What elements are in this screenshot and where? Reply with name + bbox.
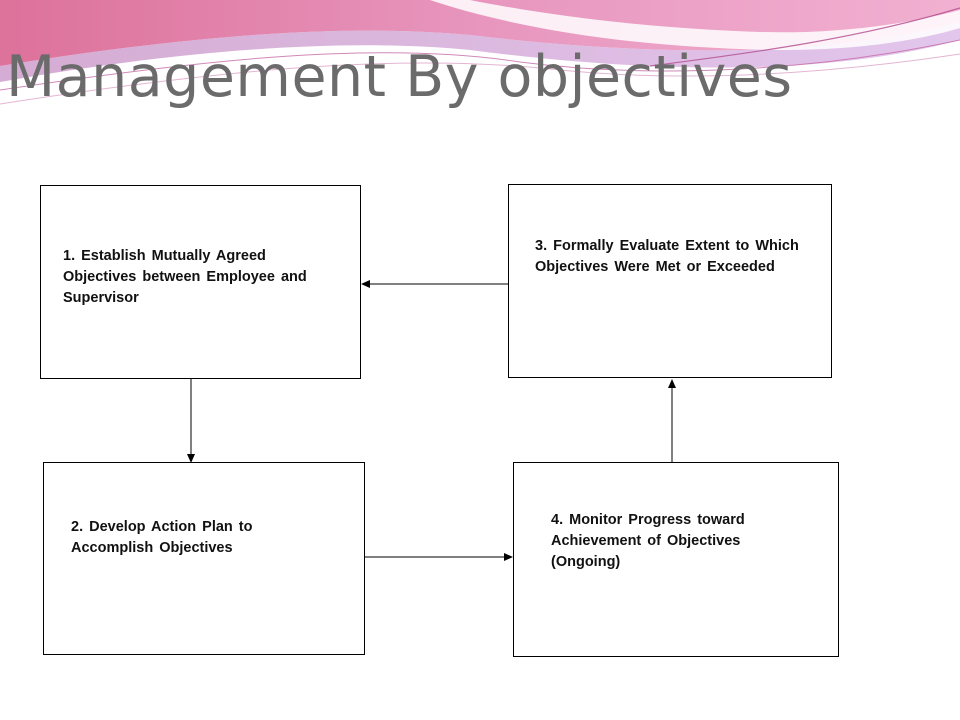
step-box-establish-objectives: 1. Establish Mutually Agreed Objectives … bbox=[40, 185, 361, 379]
page-title: Management By objectives bbox=[6, 44, 793, 110]
arrow-step2-to-step4 bbox=[365, 553, 513, 561]
step-box-monitor-progress: 4. Monitor Progress toward Achievement o… bbox=[513, 462, 839, 657]
arrow-step4-to-step3 bbox=[668, 379, 676, 462]
step-4-text: 4. Monitor Progress toward Achievement o… bbox=[551, 512, 745, 570]
step-2-text: 2. Develop Action Plan to Accomplish Obj… bbox=[71, 519, 253, 556]
arrow-step3-to-step1 bbox=[361, 280, 508, 288]
arrow-step1-to-step2 bbox=[187, 379, 195, 463]
decorative-header-swoosh bbox=[0, 0, 960, 105]
step-box-develop-action-plan: 2. Develop Action Plan to Accomplish Obj… bbox=[43, 462, 365, 655]
step-box-evaluate-objectives: 3. Formally Evaluate Extent to Which Obj… bbox=[508, 184, 832, 378]
step-1-text: 1. Establish Mutually Agreed Objectives … bbox=[63, 248, 307, 306]
step-3-text: 3. Formally Evaluate Extent to Which Obj… bbox=[535, 238, 799, 275]
